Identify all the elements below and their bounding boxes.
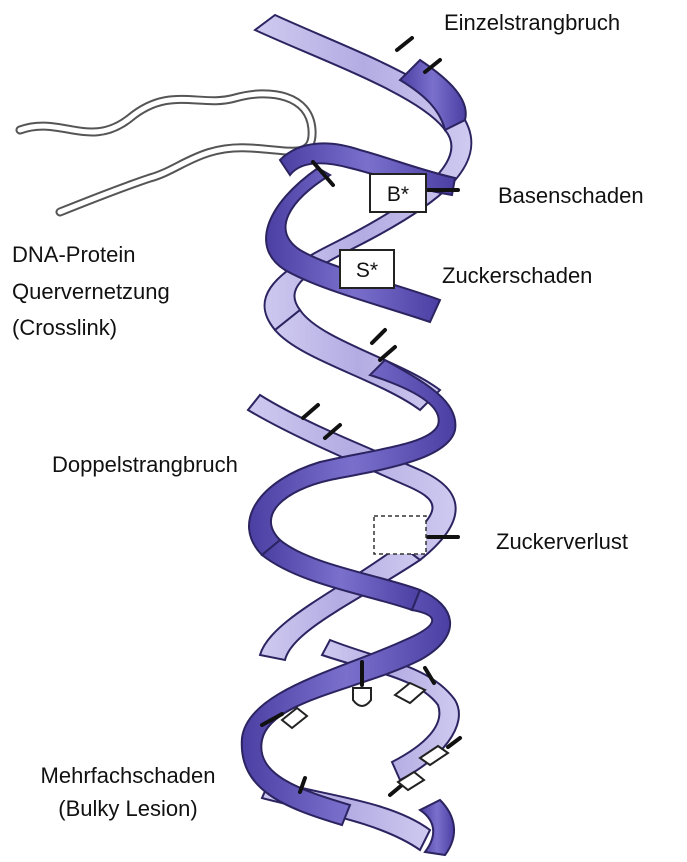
label-crosslink-1: DNA-Protein: [12, 240, 135, 269]
base-damage-marker: B*: [370, 174, 426, 212]
label-double-strand-break: Doppelstrangbruch: [52, 450, 238, 479]
label-sugar-damage: Zuckerschaden: [442, 261, 592, 290]
label-bulky-1: Mehrfachschaden: [8, 761, 248, 790]
label-crosslink-2: Quervernetzung: [12, 277, 170, 306]
label-bulky-2: (Bulky Lesion): [8, 794, 248, 823]
base-marker-text: B*: [387, 183, 409, 206]
protein-chain: [20, 94, 312, 212]
label-sugar-loss: Zuckerverlust: [496, 527, 628, 556]
label-single-strand-break: Einzelstrangbruch: [444, 8, 620, 37]
sugar-marker-text: S*: [356, 259, 378, 282]
label-base-damage: Basenschaden: [498, 181, 644, 210]
sugar-damage-marker: S*: [340, 250, 394, 288]
sugar-loss-box: [374, 516, 426, 554]
label-crosslink-3: (Crosslink): [12, 313, 117, 342]
